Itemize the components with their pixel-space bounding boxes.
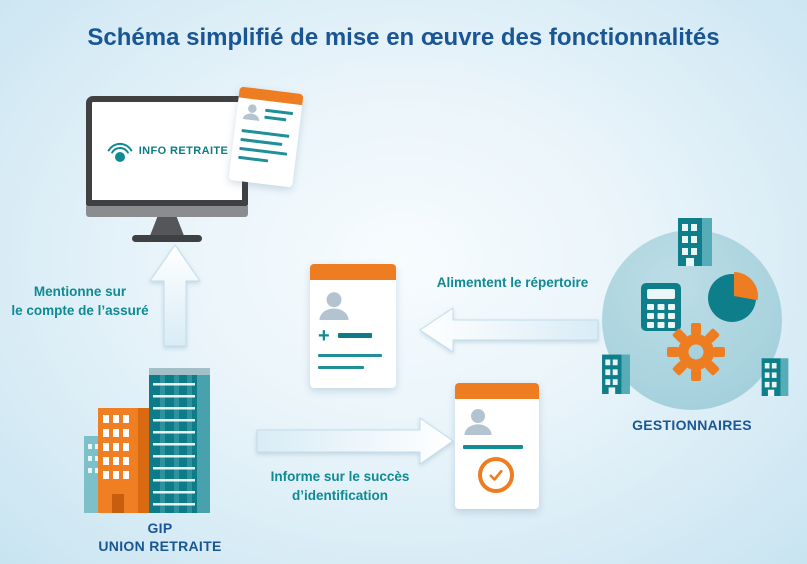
document-card-statement	[228, 86, 304, 188]
gip-buildings-icon	[84, 368, 210, 513]
label-mentionne: Mentionne sur le compte de l’assuré	[4, 283, 156, 321]
label-gestionnaires: GESTIONNAIRES	[632, 417, 752, 433]
building-icon	[678, 218, 712, 266]
arrow-right-icon	[256, 417, 454, 465]
label-gip-line1: GIP	[147, 520, 173, 536]
check-badge	[478, 457, 514, 493]
text-line	[318, 366, 364, 369]
label-mentionne-line1: Mentionne sur	[33, 284, 127, 299]
text-line	[318, 354, 382, 357]
monitor-icon: INFO RETRAITE	[86, 96, 248, 206]
calculator-icon	[641, 283, 681, 331]
text-line	[239, 146, 288, 156]
building-icon	[761, 358, 789, 396]
label-alimentent: Alimentent le répertoire	[436, 275, 589, 290]
document-card-repertoire: +	[310, 264, 396, 388]
person-icon	[242, 104, 260, 122]
info-retraite-logo: INFO RETRAITE	[92, 102, 242, 200]
label-gip: GIP UNION RETRAITE	[84, 519, 236, 555]
building-icon	[602, 354, 630, 394]
card-header-bar	[455, 383, 539, 399]
text-line	[241, 128, 290, 138]
text-line	[238, 155, 269, 163]
person-icon	[319, 292, 349, 320]
check-icon	[489, 469, 503, 481]
signal-arcs-icon	[107, 142, 133, 162]
text-line	[264, 115, 287, 122]
text-line	[265, 108, 294, 116]
document-card-identification	[455, 383, 539, 509]
info-retraite-logo-text: INFO RETRAITE	[138, 145, 229, 157]
gestionnaires-circle	[602, 218, 789, 410]
plus-icon: +	[318, 325, 330, 347]
label-mentionne-line2: le compte de l’assuré	[11, 302, 149, 318]
label-informe: Informe sur le succès d’identification	[260, 468, 420, 506]
arrow-up-icon	[149, 244, 201, 347]
label-gip-line2: UNION RETRAITE	[98, 538, 222, 555]
monitor-stand	[150, 217, 184, 235]
gear-icon	[667, 323, 725, 381]
monitor-base	[132, 235, 202, 242]
text-line	[338, 333, 372, 338]
label-informe-line1: Informe sur le succès	[270, 469, 410, 484]
pie-chart-icon	[708, 272, 758, 322]
arrow-left-icon	[419, 307, 599, 353]
card-header-bar	[310, 264, 396, 280]
person-icon	[464, 409, 492, 435]
diagram-title: Schéma simplifié de mise en œuvre des fo…	[87, 24, 720, 51]
monitor-chin	[86, 206, 248, 217]
label-informe-line2: d’identification	[292, 487, 388, 503]
text-line	[240, 137, 283, 147]
text-line	[463, 445, 523, 449]
